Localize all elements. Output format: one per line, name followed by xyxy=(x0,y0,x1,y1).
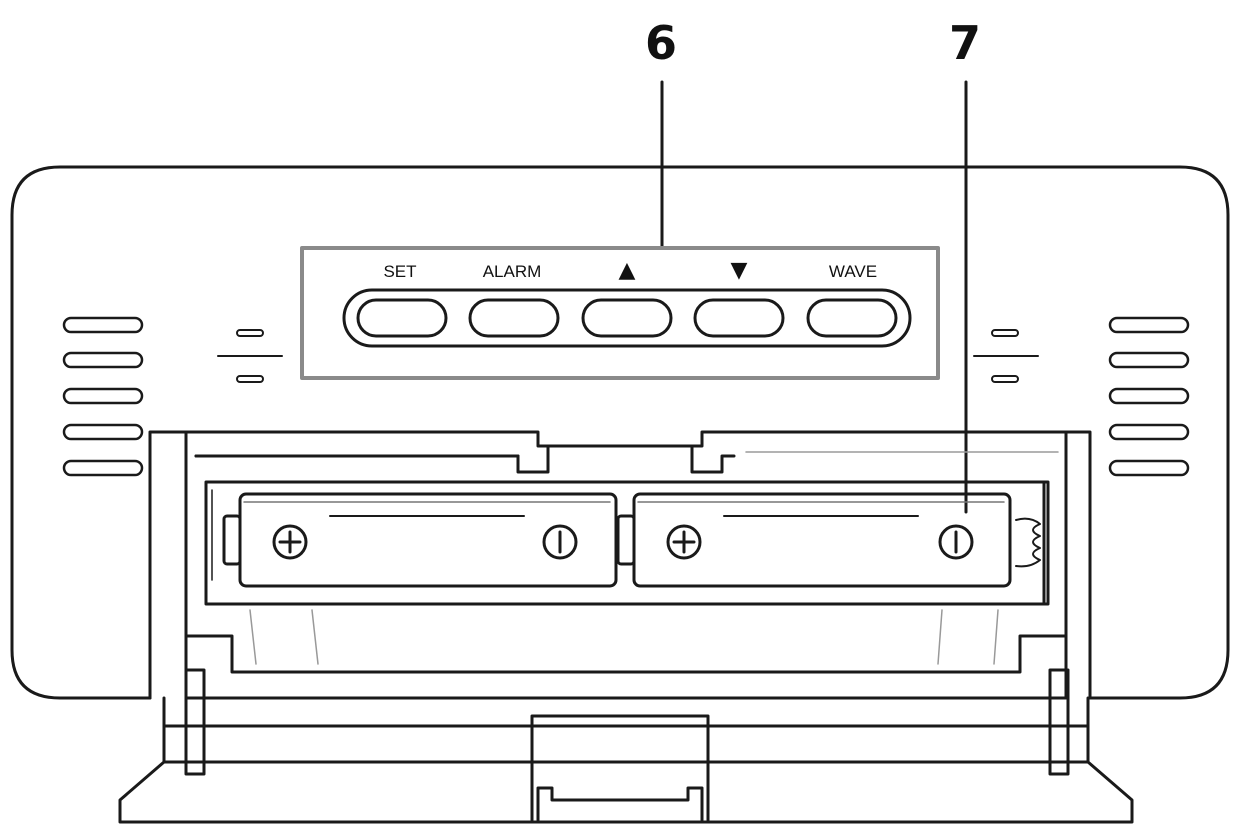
battery-cover xyxy=(118,724,1134,824)
hinge-left xyxy=(184,668,206,776)
cover-latch xyxy=(530,714,710,822)
minus-icon xyxy=(938,524,974,560)
set-button[interactable] xyxy=(356,298,448,338)
plus-icon xyxy=(272,524,308,560)
down-button[interactable] xyxy=(693,298,785,338)
left-vent-slots xyxy=(62,316,144,477)
battery-well xyxy=(204,480,1050,606)
left-panel-marks xyxy=(217,329,283,383)
plus-icon xyxy=(666,524,702,560)
down-button-label: ▼ xyxy=(730,258,748,283)
up-button-label: ▲ xyxy=(618,258,636,283)
button-panel-frame xyxy=(300,246,940,380)
battery-tray-rim xyxy=(184,430,1068,700)
right-vent-slots xyxy=(1108,316,1190,477)
battery-left xyxy=(222,492,618,588)
minus-icon xyxy=(542,524,578,560)
hinge-right xyxy=(1048,668,1070,776)
right-panel-marks xyxy=(973,329,1039,383)
callout-number-7: 7 xyxy=(949,16,982,70)
up-button[interactable] xyxy=(581,298,673,338)
alarm-button-label: ALARM xyxy=(482,262,542,281)
alarm-button[interactable] xyxy=(468,298,560,338)
battery-compartment-outer xyxy=(148,430,1092,700)
spring-contact xyxy=(1015,517,1041,568)
callout-number-6: 6 xyxy=(645,16,678,70)
tray-lower-step xyxy=(184,634,1068,674)
wave-button[interactable] xyxy=(806,298,898,338)
wave-button-label: WAVE xyxy=(828,262,878,281)
set-button-label: SET xyxy=(383,262,417,281)
battery-right xyxy=(616,492,1012,588)
clock-body xyxy=(10,165,1230,700)
button-strip xyxy=(342,288,912,348)
